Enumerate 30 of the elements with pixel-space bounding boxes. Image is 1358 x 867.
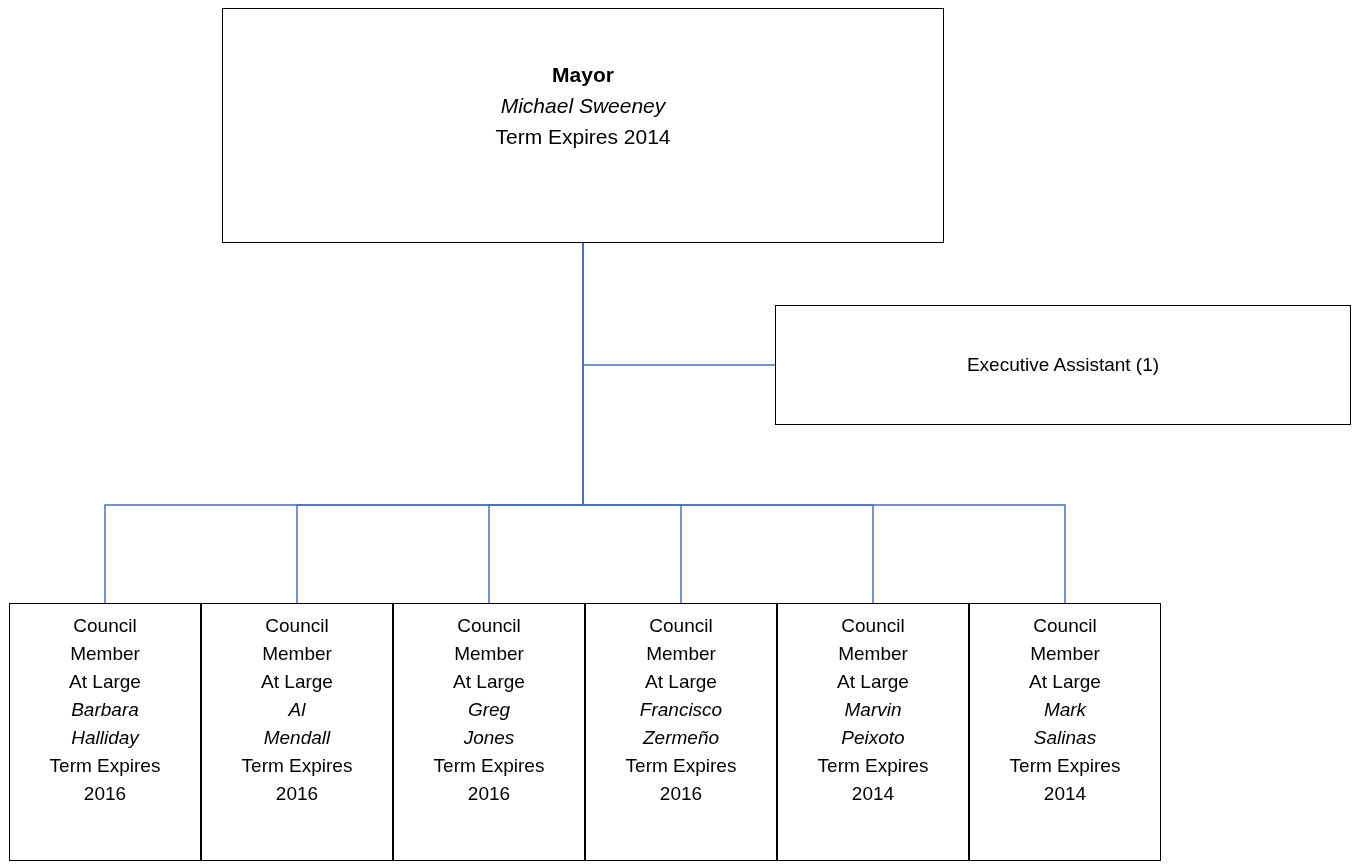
title-text: Mayor xyxy=(552,62,614,88)
title-text: Council Member At Large xyxy=(68,614,142,694)
title-text: Council Member At Large xyxy=(836,614,910,694)
name-text: Marvin Peixoto xyxy=(840,698,906,750)
name-text: Greg Jones xyxy=(462,698,516,750)
title-text: Executive Assistant (1) xyxy=(966,353,1160,377)
name-text: Michael Sweeney xyxy=(500,93,666,119)
council-member-box xyxy=(777,603,969,861)
name-text: Mark Salinas xyxy=(1032,698,1098,750)
staff-box xyxy=(775,305,1351,425)
term-text: Term Expires 2016 xyxy=(48,754,162,806)
term-text: Term Expires 2014 xyxy=(495,124,671,150)
council-member-box xyxy=(393,603,585,861)
name-text: Al Mendall xyxy=(262,698,332,750)
term-text: Term Expires 2016 xyxy=(432,754,546,806)
council-member-box xyxy=(969,603,1161,861)
term-text: Term Expires 2016 xyxy=(624,754,738,806)
council-member-box xyxy=(9,603,201,861)
title-text: Council Member At Large xyxy=(452,614,526,694)
term-text: Term Expires 2014 xyxy=(1008,754,1122,806)
name-text: Francisco Zermeño xyxy=(639,698,723,750)
name-text: Barbara Halliday xyxy=(70,698,141,750)
term-text: Term Expires 2016 xyxy=(240,754,354,806)
council-member-box xyxy=(585,603,777,861)
council-member-box xyxy=(201,603,393,861)
title-text: Council Member At Large xyxy=(644,614,718,694)
title-text: Council Member At Large xyxy=(260,614,334,694)
title-text: Council Member At Large xyxy=(1028,614,1102,694)
term-text: Term Expires 2014 xyxy=(816,754,930,806)
mayor-box xyxy=(222,8,944,243)
